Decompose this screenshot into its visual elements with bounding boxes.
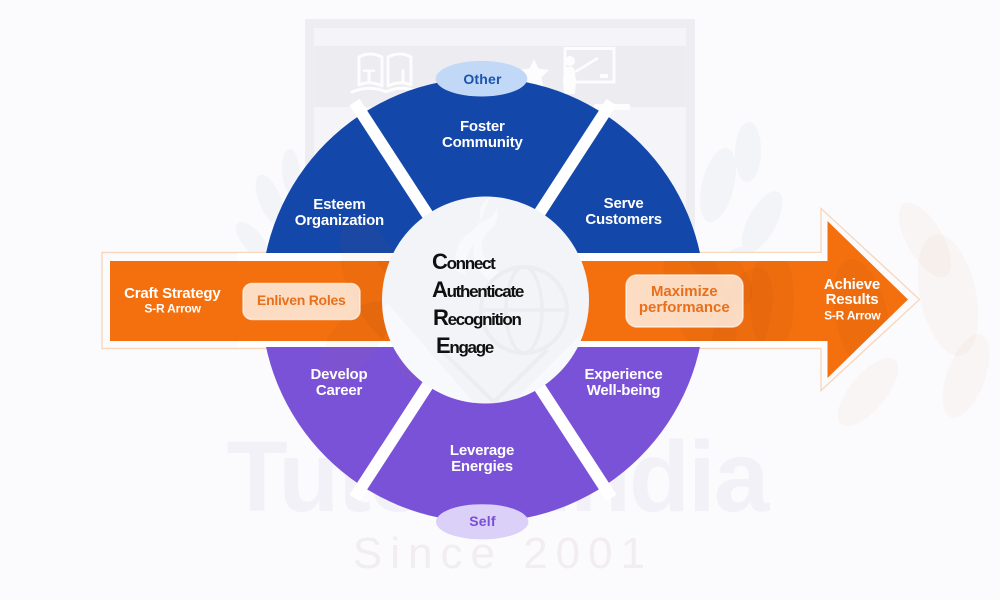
svg-text:T: T	[363, 66, 376, 89]
svg-text:I: I	[400, 66, 406, 89]
